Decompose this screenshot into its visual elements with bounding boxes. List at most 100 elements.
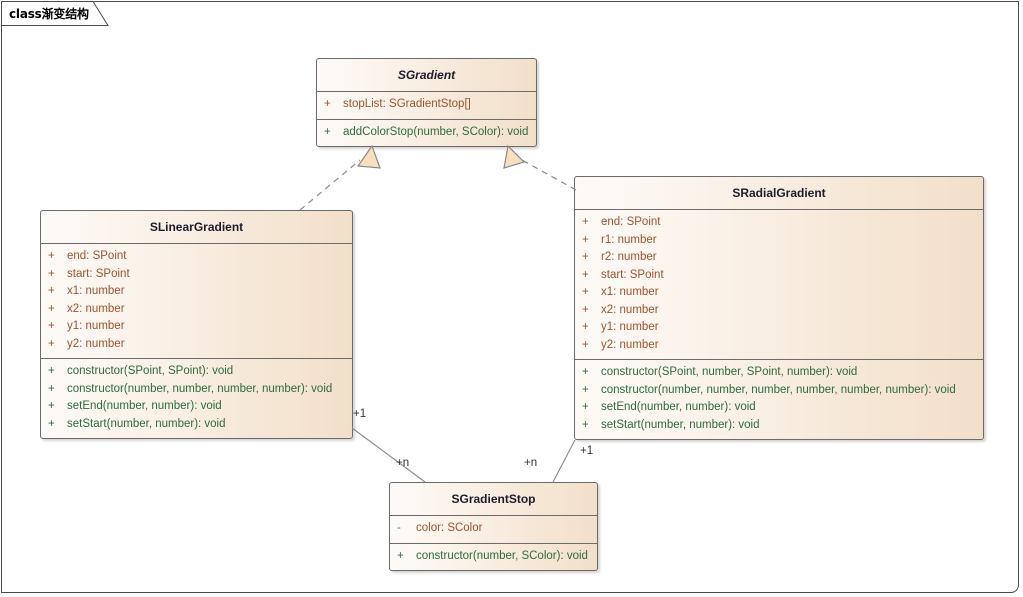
operation-label: setEnd(number, number): void bbox=[67, 400, 222, 412]
visibility-marker: + bbox=[582, 366, 589, 378]
operations-section-sgradientstop: + constructor(number, SColor): void bbox=[390, 544, 597, 571]
attribute-label: y2: number bbox=[601, 338, 659, 351]
attributes-section-sradialgradient: + end: SPoint + r1: number + r2: number … bbox=[575, 210, 983, 360]
visibility-marker: + bbox=[48, 285, 55, 297]
visibility-marker: + bbox=[324, 125, 331, 138]
visibility-marker: + bbox=[582, 338, 589, 351]
attribute-row: + y1: number bbox=[41, 318, 352, 336]
attribute-row: + end: SPoint bbox=[41, 248, 352, 266]
operation-label: constructor(number, number, number, numb… bbox=[67, 382, 333, 395]
attribute-label: x2: number bbox=[67, 302, 125, 315]
attribute-row: + y2: number bbox=[41, 336, 352, 354]
visibility-marker: - bbox=[397, 522, 401, 534]
attribute-label: y1: number bbox=[67, 320, 125, 332]
class-name-sgradient: SGradient bbox=[317, 59, 536, 92]
class-box-slineargradient[interactable]: SLinearGradient + end: SPoint + start: S… bbox=[40, 210, 353, 439]
attribute-row: + stopList: SGradientStop[] bbox=[317, 96, 536, 114]
operation-label: constructor(SPoint, SPoint): void bbox=[67, 365, 234, 377]
operation-label: setEnd(number, number): void bbox=[601, 401, 756, 413]
attribute-row: + end: SPoint bbox=[575, 214, 983, 232]
attributes-section-sgradient: + stopList: SGradientStop[] bbox=[317, 92, 536, 120]
class-name-slineargradient: SLinearGradient bbox=[41, 211, 352, 244]
operation-row: + setEnd(number, number): void bbox=[41, 398, 352, 416]
class-name-sradialgradient: SRadialGradient bbox=[575, 177, 983, 210]
operation-label: constructor(number, SColor): void bbox=[416, 549, 588, 562]
operation-label: constructor(number, number, number, numb… bbox=[601, 383, 956, 396]
class-name-sgradientstop: SGradientStop bbox=[390, 483, 597, 516]
multiplicity-radial-source: +1 bbox=[580, 445, 594, 457]
visibility-marker: + bbox=[582, 286, 589, 298]
visibility-marker: + bbox=[582, 251, 589, 263]
visibility-marker: + bbox=[582, 401, 589, 413]
attribute-label: end: SPoint bbox=[601, 216, 661, 228]
attribute-label: color: SColor bbox=[416, 522, 483, 534]
attribute-row: + y2: number bbox=[575, 337, 983, 355]
operation-row: + setStart(number, number): void bbox=[575, 417, 983, 435]
multiplicity-linear-target: +n bbox=[396, 457, 410, 469]
operation-row: + constructor(number, SColor): void bbox=[390, 548, 597, 566]
operation-row: + setStart(number, number): void bbox=[41, 416, 352, 434]
attribute-label: stopList: SGradientStop[] bbox=[343, 98, 471, 110]
operations-section-slineargradient: + constructor(SPoint, SPoint): void + co… bbox=[41, 359, 352, 438]
operation-row: + constructor(SPoint, number, SPoint, nu… bbox=[575, 364, 983, 382]
attribute-label: start: SPoint bbox=[67, 267, 130, 280]
class-box-sgradientstop[interactable]: SGradientStop - color: SColor + construc… bbox=[389, 482, 598, 571]
operation-row: + constructor(number, number, number, nu… bbox=[575, 382, 983, 400]
operation-label: setStart(number, number): void bbox=[601, 418, 760, 431]
attribute-row: + x2: number bbox=[41, 301, 352, 319]
operation-row: + setEnd(number, number): void bbox=[575, 399, 983, 417]
attribute-label: x2: number bbox=[601, 303, 659, 316]
attribute-row: + y1: number bbox=[575, 319, 983, 337]
attribute-label: y1: number bbox=[601, 321, 659, 333]
attribute-row: + x2: number bbox=[575, 302, 983, 320]
attribute-row: + r2: number bbox=[575, 249, 983, 267]
visibility-marker: + bbox=[397, 549, 404, 562]
visibility-marker: + bbox=[48, 417, 55, 430]
attribute-row: + r1: number bbox=[575, 232, 983, 250]
class-box-sradialgradient[interactable]: SRadialGradient + end: SPoint + r1: numb… bbox=[574, 176, 984, 440]
attributes-section-slineargradient: + end: SPoint + start: SPoint + x1: numb… bbox=[41, 244, 352, 359]
multiplicity-radial-target: +n bbox=[524, 457, 538, 469]
visibility-marker: + bbox=[582, 383, 589, 396]
visibility-marker: + bbox=[48, 267, 55, 280]
operation-label: constructor(SPoint, number, SPoint, numb… bbox=[601, 366, 858, 378]
visibility-marker: + bbox=[582, 233, 589, 246]
attributes-section-sgradientstop: - color: SColor bbox=[390, 516, 597, 544]
attribute-row: + start: SPoint bbox=[41, 266, 352, 284]
operation-label: addColorStop(number, SColor): void bbox=[343, 125, 529, 138]
operation-row: + constructor(number, number, number, nu… bbox=[41, 381, 352, 399]
visibility-marker: + bbox=[324, 98, 331, 110]
attribute-label: x1: number bbox=[67, 285, 125, 297]
operation-label: setStart(number, number): void bbox=[67, 417, 226, 430]
operation-row: + addColorStop(number, SColor): void bbox=[317, 124, 536, 142]
operation-row: + constructor(SPoint, SPoint): void bbox=[41, 363, 352, 381]
visibility-marker: + bbox=[48, 382, 55, 395]
attribute-row: + x1: number bbox=[575, 284, 983, 302]
attribute-label: r1: number bbox=[601, 233, 657, 246]
visibility-marker: + bbox=[48, 320, 55, 332]
visibility-marker: + bbox=[582, 418, 589, 431]
operations-section-sradialgradient: + constructor(SPoint, number, SPoint, nu… bbox=[575, 360, 983, 439]
visibility-marker: + bbox=[582, 321, 589, 333]
visibility-marker: + bbox=[48, 302, 55, 315]
visibility-marker: + bbox=[48, 365, 55, 377]
visibility-marker: + bbox=[48, 400, 55, 412]
attribute-label: start: SPoint bbox=[601, 268, 664, 281]
attribute-label: x1: number bbox=[601, 286, 659, 298]
class-box-sgradient[interactable]: SGradient + stopList: SGradientStop[] + … bbox=[316, 58, 537, 147]
operations-section-sgradient: + addColorStop(number, SColor): void bbox=[317, 120, 536, 147]
visibility-marker: + bbox=[582, 268, 589, 281]
attribute-label: r2: number bbox=[601, 251, 657, 263]
tab-shape-icon bbox=[1, 1, 109, 26]
multiplicity-linear-source: +1 bbox=[353, 408, 367, 420]
diagram-title-label: class渐变结构 bbox=[9, 7, 89, 21]
visibility-marker: + bbox=[582, 216, 589, 228]
attribute-label: end: SPoint bbox=[67, 250, 127, 262]
attribute-row: + x1: number bbox=[41, 283, 352, 301]
attribute-label: y2: number bbox=[67, 337, 125, 350]
visibility-marker: + bbox=[48, 250, 55, 262]
attribute-row: - color: SColor bbox=[390, 520, 597, 538]
visibility-marker: + bbox=[582, 303, 589, 316]
